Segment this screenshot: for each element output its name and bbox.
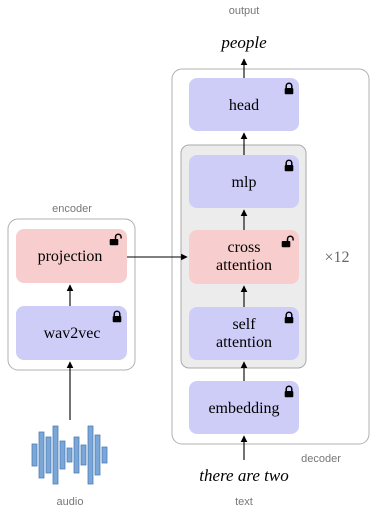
head-block: head xyxy=(189,78,299,131)
projection-block: projection xyxy=(16,229,127,283)
waveform-icon xyxy=(31,425,108,485)
head-label: head xyxy=(229,97,259,114)
self-attention-label-line2: attention xyxy=(216,334,272,351)
wav2vec-label: wav2vec xyxy=(44,325,101,342)
mlp-label: mlp xyxy=(232,174,257,191)
cross-attention-label-line2: attention xyxy=(216,257,272,274)
encoder-label: encoder xyxy=(52,203,92,215)
self-attention-label-line1: self xyxy=(232,316,256,333)
output-label: output xyxy=(229,5,260,17)
decoder-label: decoder xyxy=(301,453,341,465)
embedding-block: embedding xyxy=(189,381,299,434)
text-label: text xyxy=(235,496,253,508)
encoder-container xyxy=(7,218,136,371)
audio-label: audio xyxy=(57,496,84,508)
output-token: people xyxy=(220,33,267,52)
input-text-token: there are two xyxy=(199,466,288,485)
cross-attention-block: cross attention xyxy=(189,230,299,284)
embedding-label: embedding xyxy=(208,400,279,417)
self-attention-block: self attention xyxy=(189,307,299,360)
arrows xyxy=(66,58,248,460)
projection-label: projection xyxy=(38,248,103,265)
mlp-block: mlp xyxy=(189,155,299,208)
wav2vec-block: wav2vec xyxy=(16,306,127,360)
repeat-count-label: ×12 xyxy=(324,249,349,266)
cross-attention-label-line1: cross xyxy=(228,239,261,256)
